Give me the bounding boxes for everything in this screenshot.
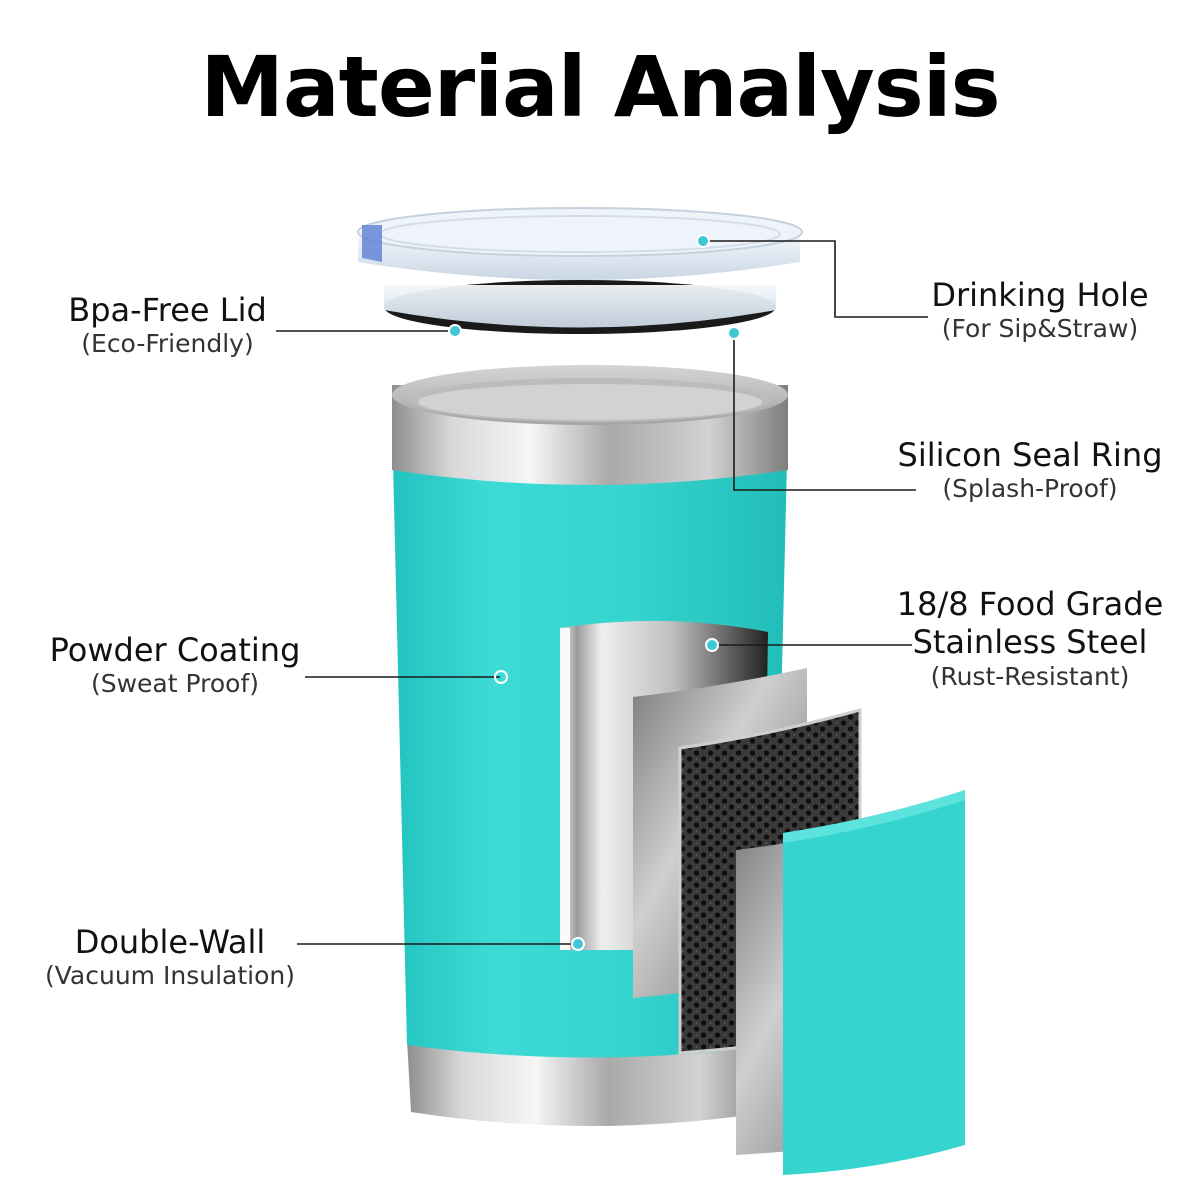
callout-lid-sub: (Eco-Friendly) xyxy=(81,329,254,359)
dot-seal-ring xyxy=(727,326,741,340)
dot-steel xyxy=(705,638,719,652)
dot-double-wall xyxy=(571,937,585,951)
leader-lines xyxy=(276,240,928,945)
layer-powder-coat xyxy=(783,790,965,1175)
callout-double-wall-sub: (Vacuum Insulation) xyxy=(45,961,295,991)
callout-steel-title-1: 18/8 Food Grade xyxy=(896,585,1164,623)
pointer-dots xyxy=(448,234,741,951)
callout-seal-ring-sub: (Splash-Proof) xyxy=(942,474,1118,504)
callout-double-wall: Double-Wall (Vacuum Insulation) xyxy=(25,923,315,991)
callout-steel: 18/8 Food Grade Stainless Steel (Rust-Re… xyxy=(885,585,1175,692)
callout-drinking-hole: Drinking Hole (For Sip&Straw) xyxy=(920,276,1160,344)
dot-powder xyxy=(494,670,508,684)
page-title: Material Analysis xyxy=(200,38,1000,136)
callout-drinking-hole-sub: (For Sip&Straw) xyxy=(941,314,1139,344)
callout-steel-sub: (Rust-Resistant) xyxy=(930,661,1130,691)
callout-powder-title: Powder Coating xyxy=(49,631,301,669)
dot-lid xyxy=(448,324,462,338)
callout-powder-sub: (Sweat Proof) xyxy=(90,669,260,699)
callout-double-wall-title: Double-Wall xyxy=(74,923,266,961)
callout-lid: Bpa-Free Lid (Eco-Friendly) xyxy=(55,291,280,359)
base-steel-band xyxy=(407,1040,773,1126)
callout-seal-ring: Silicon Seal Ring (Splash-Proof) xyxy=(890,436,1170,504)
callout-seal-ring-title: Silicon Seal Ring xyxy=(897,436,1163,474)
callout-powder: Powder Coating (Sweat Proof) xyxy=(35,631,315,699)
dot-drinking-hole xyxy=(696,234,710,248)
callout-steel-title-2: Stainless Steel xyxy=(912,623,1148,662)
callout-drinking-hole-title: Drinking Hole xyxy=(931,276,1149,314)
leader-seal-ring xyxy=(733,333,916,491)
callout-lid-title: Bpa-Free Lid xyxy=(68,291,267,329)
lid-body xyxy=(384,285,776,328)
leader-drinking-hole xyxy=(703,240,928,318)
